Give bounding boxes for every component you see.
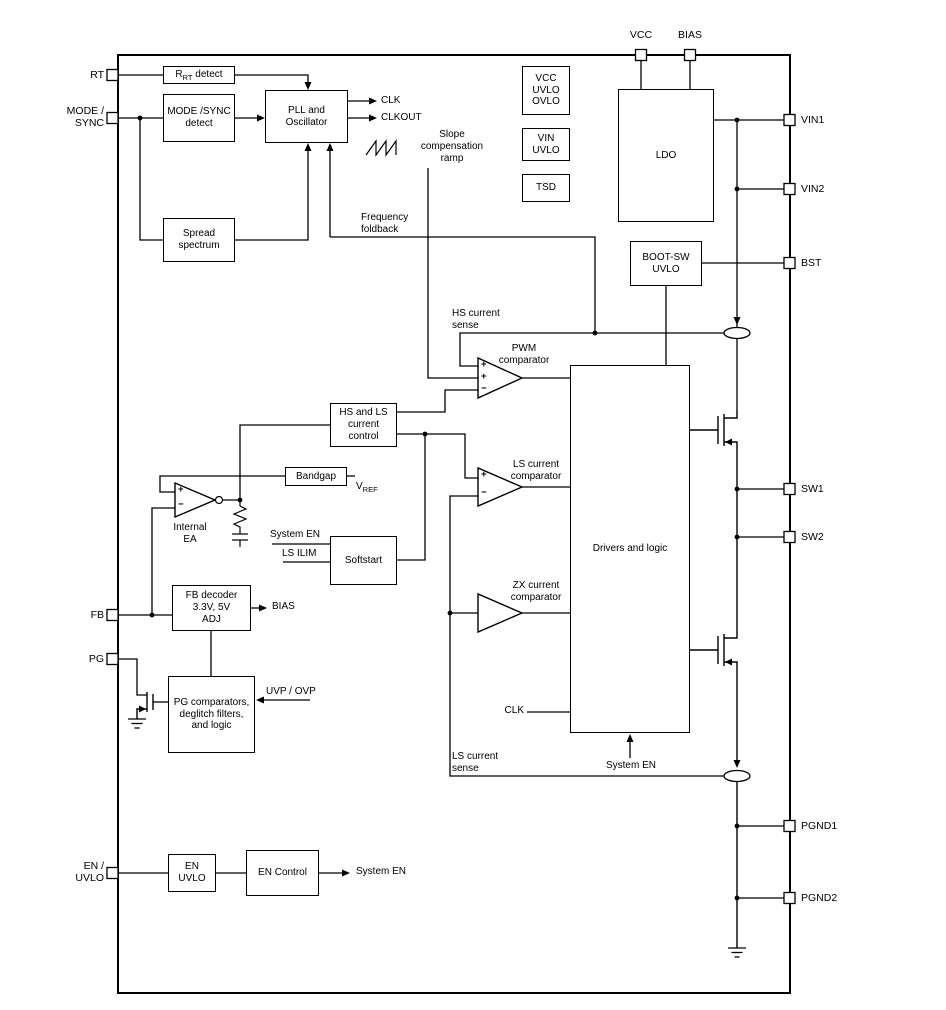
chip-boundary [117,54,791,994]
pin-label-pg: PG [88,653,104,665]
pin-label-mode-sync: MODE / SYNC [66,105,104,130]
arrowheads [139,82,741,877]
pin-label-bias: BIAS [678,29,702,41]
pin-pgnd2 [783,891,796,905]
pin-label-bst: BST [801,257,822,269]
label-pwm-comparator: PWM comparator [498,343,550,366]
pg-mosfet [136,692,154,719]
pin-label-sw1: SW1 [801,483,824,495]
pin-label-vin2: VIN2 [801,183,825,195]
label-ls-comparator: LS current comparator [510,459,562,482]
ls-comparator-minus: − [481,487,487,498]
pin-vin1 [783,113,796,127]
pin-vcc [634,48,648,62]
block-tsd: TSD [522,174,570,202]
pwm-comparator-triangle [477,356,524,400]
label-uvp-ovp: UVP / OVP [266,686,316,697]
ea-output-circle [214,495,224,505]
label-zx-comparator: ZX current comparator [510,580,562,603]
error-amp-triangle [174,481,217,519]
hs-current-sense-ellipse [723,326,751,340]
block-en-uvlo: EN UVLO [168,854,216,892]
block-softstart: Softstart [330,536,397,585]
vref-text: VREF [356,480,378,494]
pin-mode-sync [106,111,119,125]
pin-en-uvlo [106,866,119,880]
ls-current-sense-ellipse [723,769,751,783]
pin-sw1 [783,482,796,496]
pin-squares [106,48,796,905]
pwm-comparator-minus: − [481,383,487,394]
label-system-en-output: System EN [356,866,407,877]
label-hs-current-sense: HS current sense [452,308,500,331]
block-mode-sync-detect: MODE /SYNC detect [163,94,235,142]
junction-dots [137,115,740,901]
pin-label-en-uvlo: EN / UVLO [75,860,104,885]
pin-label-fb: FB [90,609,104,621]
block-pg-comparators: PG comparators, deglitch filters, and lo… [168,676,255,753]
pin-label-rt: RT [90,69,104,81]
pin-label-vcc: VCC [629,29,653,41]
block-fb-decoder: FB decoder 3.3V, 5V ADJ [172,585,251,631]
ea-minus: − [178,499,184,510]
compensation-network [232,500,248,547]
block-en-control: EN Control [246,850,319,896]
label-ls-ilim: LS ILIM [282,548,317,559]
ground-symbol-power [728,947,746,958]
block-boot-sw-uvlo: BOOT-SW UVLO [630,241,702,286]
zx-comparator-triangle [477,592,524,634]
label-slope-compensation-ramp: Slope compensation ramp [420,129,484,164]
block-vcc-uvlo-ovlo: VCC UVLO OVLO [522,66,570,115]
pin-bst [783,256,796,270]
block-pll-oscillator: PLL and Oscillator [265,90,348,143]
pin-label-pgnd1: PGND1 [801,820,838,832]
label-system-en-softstart: System EN [270,529,321,540]
pin-label-vin1: VIN1 [801,114,825,126]
label-vref: VREF [356,469,396,493]
pin-pgnd1 [783,819,796,833]
label-system-en-drivers: System EN [605,760,656,771]
pwm-comparator-plus-1: + [481,359,487,370]
label-frequency-foldback: Frequency foldback [361,212,409,235]
ls-comparator-plus: + [481,469,487,480]
pin-vin2 [783,182,796,196]
ls-comparator-triangle [477,466,524,508]
ea-plus: + [178,484,184,495]
pwm-comparator-plus-2: + [481,371,487,382]
label-ls-current-sense: LS current sense [452,751,499,774]
block-drivers-logic: Drivers and logic [570,365,690,733]
label-clkout: CLKOUT [381,112,422,123]
pin-bias [683,48,697,62]
pin-rt [106,68,119,82]
ground-symbol-pg [128,718,146,729]
pin-fb [106,608,119,622]
block-hs-ls-current-control: HS and LS current control [330,403,397,447]
pin-label-sw2: SW2 [801,531,824,543]
block-ldo: LDO [618,89,714,222]
ls-mosfet [690,628,738,948]
block-vin-uvlo: VIN UVLO [522,128,570,161]
sawtooth-ramp-icon [365,139,397,157]
label-clk-input: CLK [504,705,524,716]
block-bandgap: Bandgap [285,467,347,486]
wires [118,60,784,899]
label-bias-internal: BIAS [272,601,295,612]
label-clk: CLK [381,95,401,106]
pin-sw2 [783,530,796,544]
rt-detect-label: RRT detect [175,68,223,82]
block-rt-detect: RRT detect [163,66,235,84]
pin-label-pgnd2: PGND2 [801,892,838,904]
label-internal-ea: Internal EA [173,522,207,545]
block-spread-spectrum: Spread spectrum [163,218,235,262]
pin-pg [106,652,119,666]
